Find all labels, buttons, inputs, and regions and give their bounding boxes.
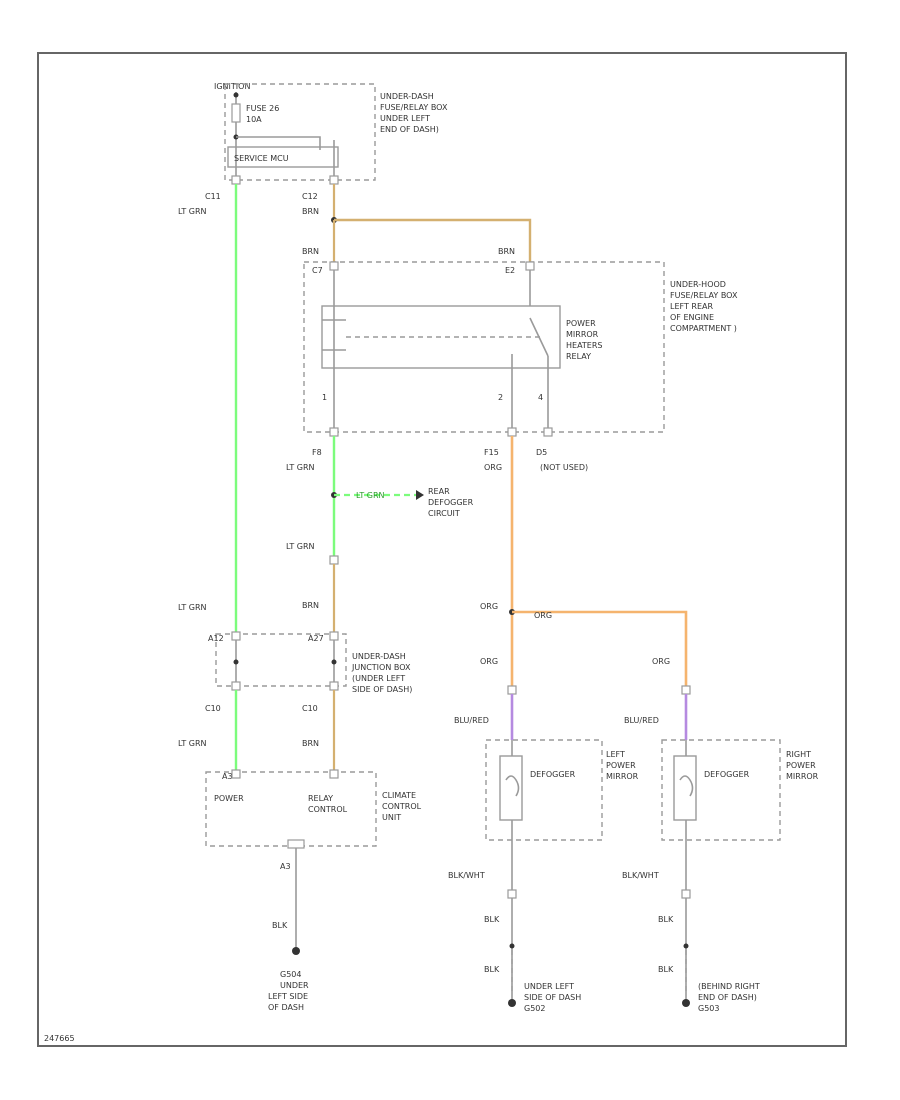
left-mirror-outline xyxy=(485,739,603,841)
org-wire-label-4: ORG xyxy=(480,657,498,666)
junction-box-outline xyxy=(215,633,347,687)
c12-connector-label: C12 xyxy=(302,192,318,201)
underhood-relay-box: C7 E2 POWER MIRROR HEATERS RELAY 1 2 4 xyxy=(303,261,740,437)
underdash-fuse-box: IGNITION FUSE 26 10A SERVICE MCU UNDER-D… xyxy=(214,82,450,185)
org-wire-label-2: ORG xyxy=(480,602,498,611)
g504-ground-label: G504 UNDER LEFT SIDE OF DASH xyxy=(268,970,311,1012)
g502-ground-point xyxy=(508,999,516,1007)
brn-wire-label-3: BRN xyxy=(498,247,515,256)
a3-ground-pin-label: A3 xyxy=(280,862,291,871)
d5-connector-label: D5 xyxy=(536,448,547,457)
relay-pin-4: 4 xyxy=(538,393,543,402)
right-power-mirror: DEFOGGER RIGHT POWER MIRROR BLK/WHT BLK … xyxy=(622,739,819,1013)
relay-switch-contact xyxy=(529,317,549,357)
brn-wire-label-4: BRN xyxy=(302,601,319,610)
lt-grn-relay-output-wire: F8 LT GRN LT GRN REAR DEFOGGER CIRCUIT L… xyxy=(286,436,476,636)
service-mcu-box xyxy=(227,146,339,168)
lt-grn-wire-label-4: LT GRN xyxy=(286,542,315,551)
lt-grn-wire-label-2: LT GRN xyxy=(178,603,207,612)
brn-wire-label-5: BRN xyxy=(302,739,319,748)
right-defogger-label: DEFOGGER xyxy=(704,770,750,779)
ignition-label: IGNITION xyxy=(214,82,250,91)
climate-power-label: POWER xyxy=(214,794,244,803)
blk-wire-label-2: BLK xyxy=(484,915,500,924)
c11-connector-label: C11 xyxy=(205,192,221,201)
org-wire-label-5: ORG xyxy=(652,657,670,666)
fuse-26-symbol xyxy=(231,103,241,123)
fuse-box-outline xyxy=(224,83,376,181)
f15-connector-label: F15 xyxy=(484,448,499,457)
climate-relay-control-label: RELAY CONTROL xyxy=(308,794,348,814)
junction-box-location-label: UNDER-DASH JUNCTION BOX (UNDER LEFT SIDE… xyxy=(351,652,413,694)
org-mirror-feed-wires: F15 D5 ORG (NOT USED) ORG ORG ORG ORG BL… xyxy=(454,436,691,740)
climate-control-outline xyxy=(205,771,377,847)
c10-right-connector-label: C10 xyxy=(302,704,318,713)
g503-ground-label: (BEHIND RIGHT END OF DASH) G503 xyxy=(698,982,762,1013)
blk-wire-label-3: BLK xyxy=(484,965,500,974)
right-defogger-element xyxy=(673,755,697,821)
blu-red-wire-label-1: BLU/RED xyxy=(454,716,489,725)
org-wire-label-1: ORG xyxy=(484,463,502,472)
f8-connector-label: F8 xyxy=(312,448,322,457)
a27-connector-label: A27 xyxy=(308,634,324,643)
left-defogger-element xyxy=(499,755,523,821)
rear-defogger-arrow xyxy=(416,490,424,500)
left-mirror-label: LEFT POWER MIRROR xyxy=(606,750,639,781)
relay-pin-1: 1 xyxy=(322,393,327,402)
lt-grn-power-wire: C11 LT GRN LT GRN xyxy=(178,184,238,636)
lt-grn-branch-label: LT GRN xyxy=(356,491,385,500)
diagram-id-label: 247665 xyxy=(44,1034,75,1043)
blk-wht-wire-label-1: BLK/WHT xyxy=(448,871,485,880)
climate-control-unit: A3 POWER RELAY CONTROL CLIMATE CONTROL U… xyxy=(205,769,424,1012)
blk-wht-wire-label-2: BLK/WHT xyxy=(622,871,659,880)
a3-connector-label: A3 xyxy=(222,772,233,781)
service-mcu-label: SERVICE MCU xyxy=(234,154,289,163)
a12-connector-label: A12 xyxy=(208,634,224,643)
g504-ground-point xyxy=(292,947,300,955)
c10-left-connector-label: C10 xyxy=(205,704,221,713)
brn-wire-label: BRN xyxy=(302,207,319,216)
e2-connector-label: E2 xyxy=(505,266,515,275)
blk-wire-label-5: BLK xyxy=(658,965,674,974)
lt-grn-wire-label-5: LT GRN xyxy=(178,739,207,748)
not-used-label: (NOT USED) xyxy=(540,463,588,472)
relay-box-outline xyxy=(303,261,665,433)
g502-ground-label: UNDER LEFT SIDE OF DASH G502 xyxy=(524,982,584,1013)
blk-wire-label-4: BLK xyxy=(658,915,674,924)
fuse-rating-label: FUSE 26 10A xyxy=(246,104,282,124)
climate-control-feed-wires: C10 C10 LT GRN BRN xyxy=(178,690,336,772)
left-defogger-label: DEFOGGER xyxy=(530,770,576,779)
right-mirror-outline xyxy=(661,739,781,841)
relay-label: POWER MIRROR HEATERS RELAY xyxy=(566,319,605,361)
rear-defogger-label: REAR DEFOGGER CIRCUIT xyxy=(428,487,476,518)
c7-connector-label: C7 xyxy=(312,266,323,275)
blk-wire-label-1: BLK xyxy=(272,921,288,930)
lt-grn-wire-label: LT GRN xyxy=(178,207,207,216)
right-mirror-label: RIGHT POWER MIRROR xyxy=(786,750,819,781)
blu-red-wire-label-2: BLU/RED xyxy=(624,716,659,725)
diagram-frame xyxy=(37,52,847,1047)
brn-wire-label-2: BRN xyxy=(302,247,319,256)
left-power-mirror: DEFOGGER LEFT POWER MIRROR BLK/WHT BLK B… xyxy=(448,739,639,1013)
underdash-junction-box: A12 A27 UNDER-DASH JUNCTION BOX (UNDER L… xyxy=(208,631,413,694)
org-wire-label-3: ORG xyxy=(534,611,552,620)
brn-relay-feed-wire: C12 BRN BRN BRN xyxy=(302,184,532,262)
climate-unit-label: CLIMATE CONTROL UNIT xyxy=(382,791,424,822)
g503-ground-point xyxy=(682,999,690,1007)
fuse-box-location-label: UNDER-DASH FUSE/RELAY BOX UNDER LEFT END… xyxy=(380,92,450,134)
relay-pin-2: 2 xyxy=(498,393,503,402)
relay-box-location-label: UNDER-HOOD FUSE/RELAY BOX LEFT REAR OF E… xyxy=(670,280,740,333)
lt-grn-wire-label-3: LT GRN xyxy=(286,463,315,472)
power-mirror-heaters-relay xyxy=(321,305,561,369)
